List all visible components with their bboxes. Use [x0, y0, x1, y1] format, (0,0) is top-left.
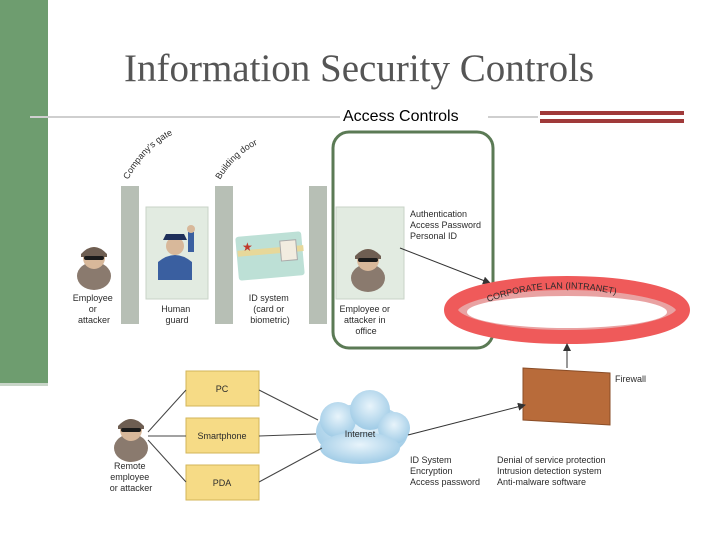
- diagram-subtitle: Access Controls: [343, 108, 459, 125]
- office-pillar: [309, 186, 327, 324]
- protection-controls-list: Denial of service protection Intrusion d…: [497, 455, 608, 487]
- gate-label: Company's gate: [121, 127, 174, 180]
- device-smartphone-label: Smartphone: [197, 431, 246, 441]
- sidebar-accent: [0, 0, 48, 383]
- firewall-block: [522, 367, 611, 426]
- svg-text:★: ★: [242, 240, 253, 254]
- id-card-icon: ★: [235, 231, 305, 281]
- remote-employee-icon: [114, 419, 148, 462]
- access-controls-highlight: [331, 130, 495, 350]
- gate-pillar: [121, 186, 139, 324]
- internet-cloud: [316, 390, 410, 464]
- network-controls-list: ID System Encryption Access password: [410, 455, 480, 487]
- title-rule: [30, 116, 340, 118]
- authentication-list: Authentication Access Password Personal …: [410, 209, 484, 241]
- office-person-label: Employee or attacker in office: [339, 304, 392, 336]
- office-employee-icon: [351, 249, 385, 292]
- remote-to-pc-line: [147, 389, 187, 433]
- sidebar-shadow: [0, 383, 48, 386]
- internet-label: Internet: [345, 429, 376, 439]
- outside-person-label: Employee or attacker: [73, 293, 116, 325]
- device-pc-box: [185, 370, 260, 407]
- firewall-label: Firewall: [615, 374, 646, 384]
- guard-label: Human guard: [161, 304, 193, 325]
- guard-icon: [158, 225, 195, 280]
- internet-to-firewall-arrow: [407, 402, 526, 436]
- door-label: Building door: [213, 137, 258, 181]
- smartphone-to-internet-line: [258, 433, 317, 437]
- remote-person-label: Remote employee or attacker: [110, 461, 153, 493]
- id-system-label: ID system (card or biometric): [249, 293, 292, 325]
- accent-bar-bottom: [540, 119, 684, 123]
- pda-to-internet-line: [258, 447, 323, 483]
- page-title: Information Security Controls: [124, 47, 595, 90]
- title-rule-right: [488, 116, 538, 118]
- accent-bar-top: [540, 111, 684, 115]
- device-pda-label: PDA: [213, 478, 232, 488]
- device-pda-box: [185, 464, 260, 501]
- employee-attacker-icon: [77, 247, 111, 290]
- remote-to-pda-line: [147, 439, 187, 483]
- door-pillar: [215, 186, 233, 324]
- office-to-lan-arrow: [399, 247, 491, 285]
- pc-to-internet-line: [258, 389, 319, 421]
- device-pc-label: PC: [216, 384, 229, 394]
- corporate-lan-ring: [444, 276, 690, 344]
